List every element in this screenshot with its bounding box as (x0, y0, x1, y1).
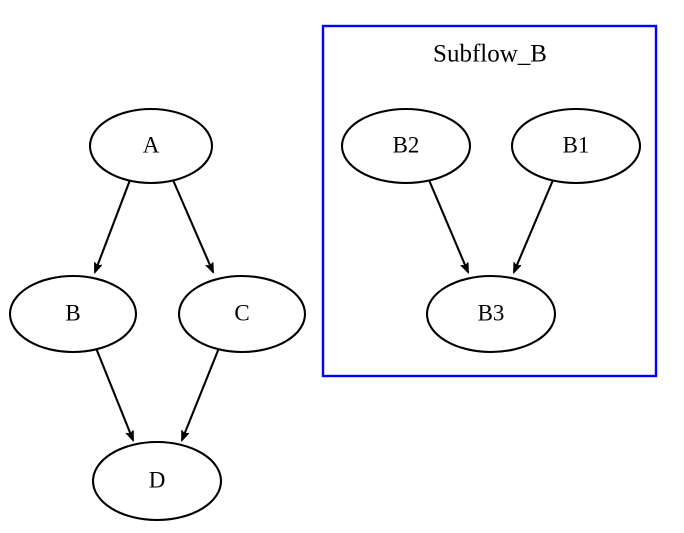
node-group: A B C D B2 B1 (8, 107, 642, 522)
node-a[interactable]: A (88, 107, 214, 185)
node-label-c: C (234, 300, 249, 325)
node-shape-d (91, 440, 223, 522)
edge-line-a-b (94, 179, 131, 272)
edge-b2-b3[interactable] (428, 179, 469, 272)
node-b3[interactable]: B3 (425, 274, 557, 354)
edge-group (94, 179, 554, 440)
node-c[interactable]: C (177, 274, 307, 354)
node-label-d: D (149, 467, 166, 492)
node-label-b1: B1 (563, 132, 590, 157)
node-b1[interactable]: B1 (510, 107, 642, 185)
node-label-b2: B2 (393, 132, 420, 157)
node-shape-b2 (340, 107, 472, 185)
cluster-subflow-b[interactable]: Subflow_B (321, 24, 658, 378)
node-shape-b3 (425, 274, 557, 354)
node-shape-c (177, 274, 307, 354)
edge-line-b-d (95, 347, 134, 440)
node-d[interactable]: D (91, 440, 223, 522)
edge-line-b2-b3 (428, 179, 469, 272)
edge-line-b1-b3 (513, 179, 554, 272)
node-label-b3: B3 (478, 300, 505, 325)
node-shape-b (8, 274, 138, 354)
edge-line-a-c (172, 179, 214, 272)
edge-b-d[interactable] (95, 347, 134, 440)
edge-c-d[interactable] (181, 347, 220, 440)
node-label-a: A (143, 132, 160, 157)
node-b[interactable]: B (8, 274, 138, 354)
edge-a-c[interactable] (172, 179, 214, 272)
edge-line-c-d (181, 347, 220, 440)
node-shape-b1 (510, 107, 642, 185)
cluster-border (321, 24, 658, 378)
cluster-label-subflow-b: Subflow_B (433, 41, 547, 68)
node-shape-a (88, 107, 214, 185)
edge-b1-b3[interactable] (513, 179, 554, 272)
edge-a-b[interactable] (94, 179, 131, 272)
node-label-b: B (65, 300, 80, 325)
node-b2[interactable]: B2 (340, 107, 472, 185)
